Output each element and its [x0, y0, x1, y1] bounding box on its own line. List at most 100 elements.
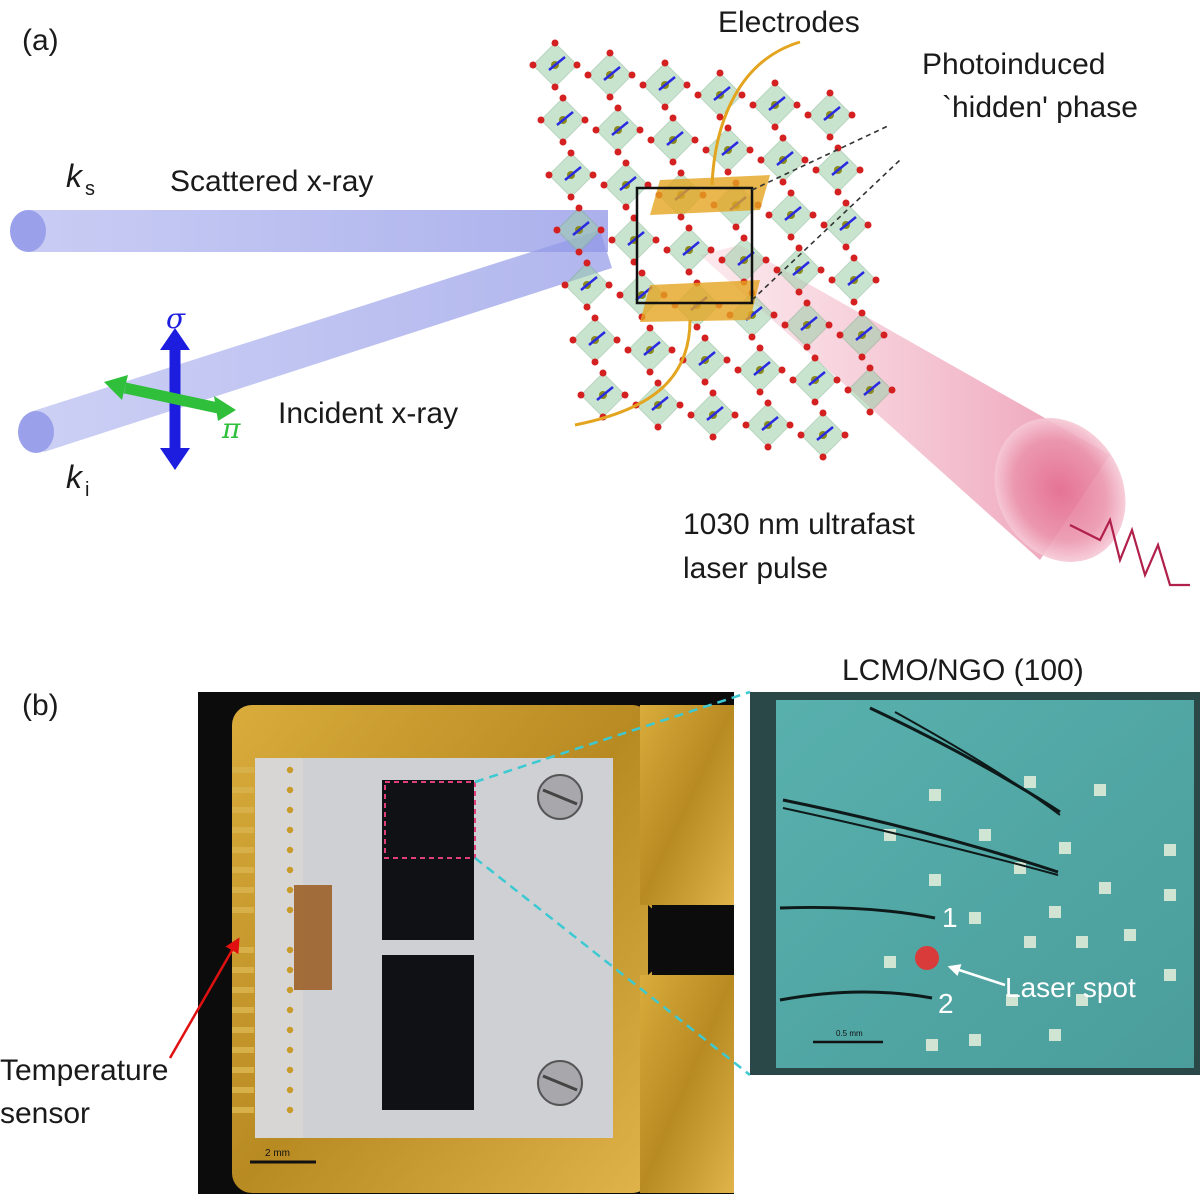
hidden-phase-label-line2: `hidden' phase [942, 91, 1138, 124]
octahedron [577, 369, 629, 421]
electrode-pad [969, 1034, 981, 1046]
bottom-electrode [640, 280, 760, 322]
octahedron [545, 149, 597, 201]
connector-pin [232, 1046, 294, 1054]
scale-bar-right-label: 0.5 mm [836, 1029, 863, 1038]
bottom-electrode-wire [574, 319, 692, 427]
electrodes-label: Electrodes [718, 6, 860, 39]
octahedron [734, 344, 786, 396]
panel-b-tag: (b) [22, 689, 59, 722]
connector-pin [232, 866, 294, 874]
temperature-sensor-label-line1: Temperature [0, 1054, 168, 1087]
laser-pulse-waveform-icon [1069, 516, 1190, 587]
pi-arrow-left-icon [104, 375, 128, 400]
octahedron [781, 299, 833, 351]
zoom-line-top [474, 690, 751, 784]
octahedron [663, 224, 715, 276]
octahedron [702, 124, 754, 176]
connector-pin [232, 986, 294, 994]
electrode-pad [1076, 936, 1088, 948]
laser-label-line1: 1030 nm ultrafast [683, 508, 915, 541]
connector-pin [232, 1006, 294, 1014]
electrode-pad [1094, 784, 1106, 796]
laser-spot-label: Laser spot [1005, 972, 1136, 1003]
screw-bottom-icon [537, 1060, 583, 1106]
octahedron [812, 144, 864, 196]
connector-pin [232, 946, 294, 954]
ks-symbol: k [66, 158, 84, 194]
connector-pin [232, 1026, 294, 1034]
hidden-phase-label-line1: Photoinduced [922, 48, 1106, 81]
connector-pins [232, 766, 294, 1114]
octahedron [584, 49, 636, 101]
electrode-pad [1049, 1029, 1061, 1041]
octahedron [639, 59, 691, 111]
octahedron [789, 354, 841, 406]
connector-pin [232, 1066, 294, 1074]
panel-a: (a) [10, 6, 1190, 587]
electrode-pad [1059, 842, 1071, 854]
octahedron [804, 89, 856, 141]
scattered-xray-label: Scattered x-ray [170, 165, 373, 198]
bond-wire-3 [779, 905, 936, 920]
connector-pin [232, 886, 294, 894]
octahedron [537, 94, 589, 146]
electrode-pad [1006, 994, 1018, 1006]
connector-pin [232, 846, 294, 854]
sigma-label: σ [166, 302, 186, 335]
screw-top-icon [537, 774, 583, 820]
octahedron [553, 204, 605, 256]
connector-pin [232, 1086, 294, 1094]
pi-arrow-shaft [123, 382, 220, 414]
pi-label: π [221, 412, 241, 445]
top-electrode [650, 175, 770, 215]
octahedron [749, 79, 801, 131]
octahedron [820, 199, 872, 251]
temperature-sensor-label-line2: sensor [0, 1097, 90, 1130]
octahedron [742, 399, 794, 451]
panel-b: (b) LCMO/NGO (100) [0, 654, 1200, 1194]
temperature-sensor-arrow [168, 937, 240, 1059]
inset-microscope-image: 1 2 Laser spot 0.5 mm [750, 692, 1200, 1075]
polarization-arrows [104, 328, 236, 470]
octahedron [529, 39, 581, 91]
inset-sample-surface [776, 700, 1194, 1068]
sample-bottom-lower [382, 1040, 474, 1110]
laser-spot-arrow [947, 964, 1006, 987]
electrode-pad [1099, 882, 1111, 894]
connector-pin [232, 906, 294, 914]
octahedron [569, 314, 621, 366]
connector-pin [232, 806, 294, 814]
octahedron [687, 389, 739, 441]
connector-pin [232, 966, 294, 974]
inset-title: LCMO/NGO (100) [842, 654, 1084, 687]
dashed-pointer-1 [751, 124, 891, 191]
sample-holder-photo: 2 mm [198, 692, 734, 1194]
octahedron [608, 214, 660, 266]
ks-subscript: s [85, 178, 95, 200]
electrode-pad [979, 829, 991, 841]
zoom-line-bottom [474, 857, 751, 1076]
hidden-phase-box [635, 186, 754, 305]
zoom-region-box [384, 781, 476, 859]
sample-top [382, 780, 474, 870]
bond-wire-4 [779, 990, 933, 1002]
electrode-pad [1049, 906, 1061, 918]
octahedron [624, 324, 676, 376]
sigma-arrow-down-icon [160, 448, 190, 470]
electrode-pad-grid [884, 776, 1176, 1051]
pi-arrow-right-icon [214, 396, 236, 421]
octahedron [694, 69, 746, 121]
dashed-pointer-2 [751, 159, 901, 301]
octahedron [836, 309, 888, 361]
top-electrode-wire [710, 40, 801, 186]
point-1-label: 1 [942, 902, 958, 933]
connector-pin [232, 786, 294, 794]
electrode-pad [929, 874, 941, 886]
sample-bottom [382, 955, 474, 1045]
temperature-sensor-glue [294, 885, 332, 990]
electrode-pad [1024, 776, 1036, 788]
octahedron [647, 114, 699, 166]
octahedron [773, 244, 825, 296]
octahedron [592, 104, 644, 156]
